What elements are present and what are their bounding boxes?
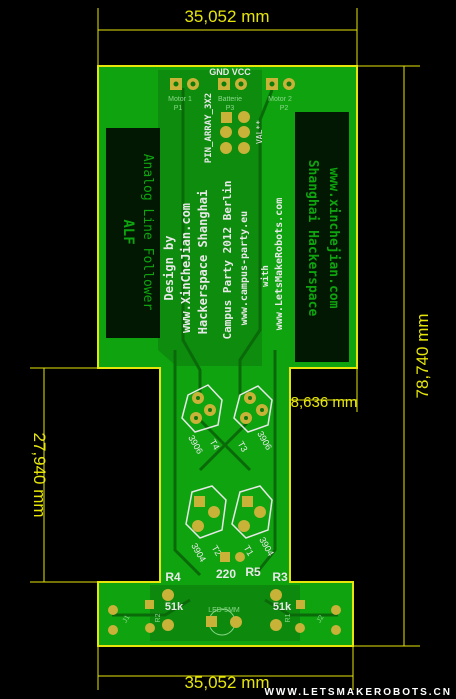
transistor-t4 [181,384,223,433]
hackerspace-shanghai: Hackerspace Shanghai [196,190,210,335]
campus-party-label: Campus Party 2012 Berlin [221,181,234,340]
dimension-lines [30,8,420,690]
batterie-label: Batterie [218,96,242,103]
p2-label: P2 [280,105,289,112]
r3-value: 51k [273,601,292,613]
dim-right-height: 78,740 mm [413,313,432,398]
t3-label: T3 [236,439,250,453]
silk-block-right [295,112,349,362]
design-by-label: Design by [162,235,176,300]
led-5mm [206,608,242,636]
j1-label: J1 [122,614,132,624]
sensor-r1-pads [295,600,305,633]
with-label: with [260,265,271,287]
copper-traces [112,88,338,617]
resistor-r5-pads [220,552,245,562]
jumper-j1-pads [108,605,118,635]
dim-notch-width: 8,636 mm [291,394,358,411]
motor1-label: Motor 1 [168,96,192,103]
silk-block-left [106,128,160,338]
pin-header-3x2 [220,111,250,154]
pad-group-motor2 [266,78,295,90]
resistor-r4-pads [162,589,174,631]
pad-group-batterie [218,78,247,90]
val-label: VAL** [255,120,264,144]
dim-bottom-width: 35,052 mm [184,673,269,692]
dim-left-height: 27,940 mm [30,432,49,517]
resistor-r3-pads [270,589,282,631]
transistor-t2 [185,485,227,539]
r4-label: R4 [165,570,181,584]
transistor-t1 [231,485,273,539]
r3-label: R3 [272,570,288,584]
r4-value: 51k [165,601,184,613]
motor2-label: Motor 2 [268,96,292,103]
r5-value: 220 [216,567,236,581]
letsmakerobots-site: www.LetsMakeRobots.com [274,198,285,330]
xinchejian-site: www.XinCheJian.com [179,203,193,333]
transistor-t3 [233,385,273,433]
t1-label: T1 [242,543,256,557]
sensor-r2-pads [145,600,155,633]
r2-label: R2 [155,613,162,622]
shanghai-hackerspace: Shanghai Hackerspace [305,160,320,317]
dim-top-width: 35,052 mm [184,7,269,26]
gnd-vcc-label: GND VCC [209,67,251,77]
j2-label: J2 [316,614,326,624]
pin-array-label: PIN_ARRAY_3X2 [204,93,214,163]
watermark: WWW.LETSMAKEROBOTS.CN [264,687,452,698]
connector-area: GND VCC Motor 1 P1 Batterie P3 Motor 2 P… [168,67,295,163]
pad-group-motor1 [170,78,199,90]
title-alf: ALF [120,219,136,244]
r5-label: R5 [245,565,261,579]
t4-label: T4 [208,437,222,451]
r1-label: R1 [285,613,292,622]
title-analog-line-follower: Analog Line Follower [140,154,155,311]
p1-label: P1 [174,105,183,112]
xinchejian-footer-site: www.xinchejian.com [326,168,341,309]
p3-label: P3 [226,105,235,112]
pcb-board [97,65,358,647]
led-label: LED-5MM [208,607,240,614]
jumper-j2-pads [331,605,341,635]
campus-party-site: www.campus-party.eu [239,211,250,325]
